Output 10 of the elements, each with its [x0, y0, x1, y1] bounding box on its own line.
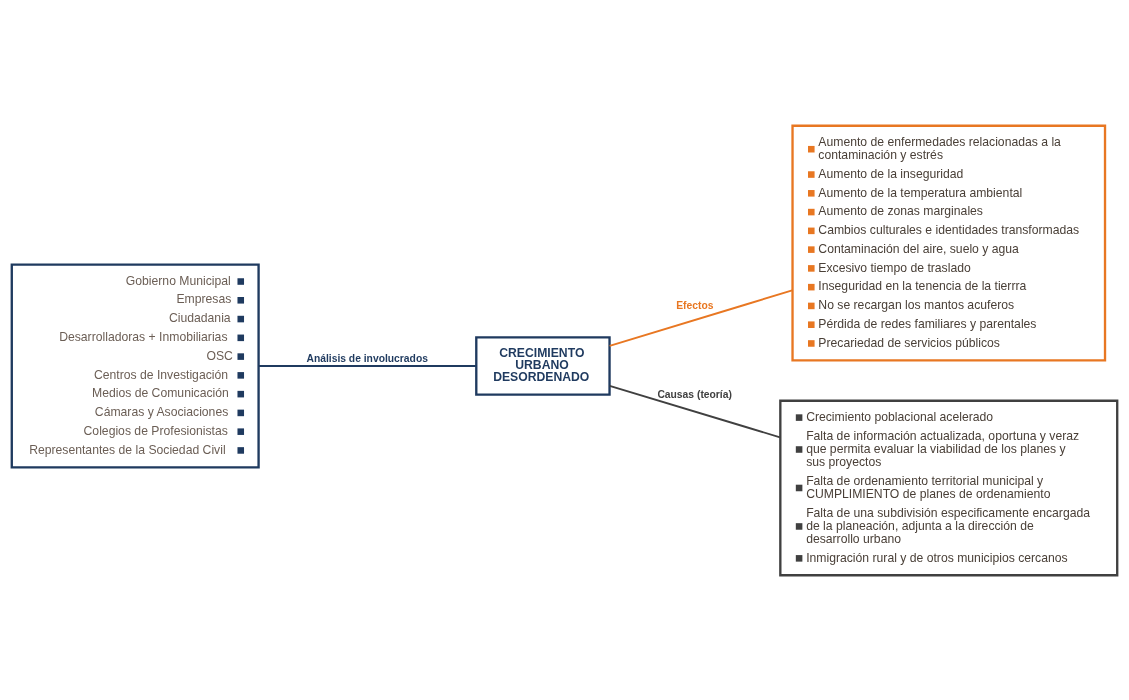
node-box: CRECIMIENTO URBANO DESORDENADO	[475, 335, 611, 396]
node-box: Gobierno Municipal Empresas Ciudadania Desarrolladoras + Inmobiliarias OSC Centros de Investigación Medios de Comunicación Cámaras y Asociaciones Colegios de Profesionistas Representantes de la Sociedad Civil	[10, 262, 260, 468]
edge-label: Efectos	[676, 299, 714, 311]
edge-label: Causas (teoría)	[657, 388, 732, 400]
node-box: Aumento de enfermedades relacionadas a la contaminación y estrés Aumento de la inseguridad Aumento de la temperatura ambiental Aumento de zonas marginales Cambios culturales e identidades transformadas Contaminación del aire, suelo y agua Excesivo tiempo de traslado Inseguridad en la tenencia de la tierrra No se recargan los mantos acuferos Pérdida de redes familiares y parentales Precariedad de servicios públicos	[791, 124, 1107, 362]
connector	[608, 384, 781, 438]
node-box: Crecimiento poblacional acelerado Falta de información actualizada, oportuna y veraz que permita evaluar la viabilidad de los planes y sus proyectos Falta de ordenamiento territorial municipal y CUMPLIMIENTO de planes de ordenamiento Falta de una subdivisión especificamente encargada de la planeación, adjunta a la dirección de desarrollo urbano Inmigración rural y de otros municipios cercanos	[779, 399, 1119, 576]
edge-label: Análisis de involucrados	[306, 352, 428, 364]
connector	[257, 364, 478, 367]
connector	[608, 289, 794, 347]
